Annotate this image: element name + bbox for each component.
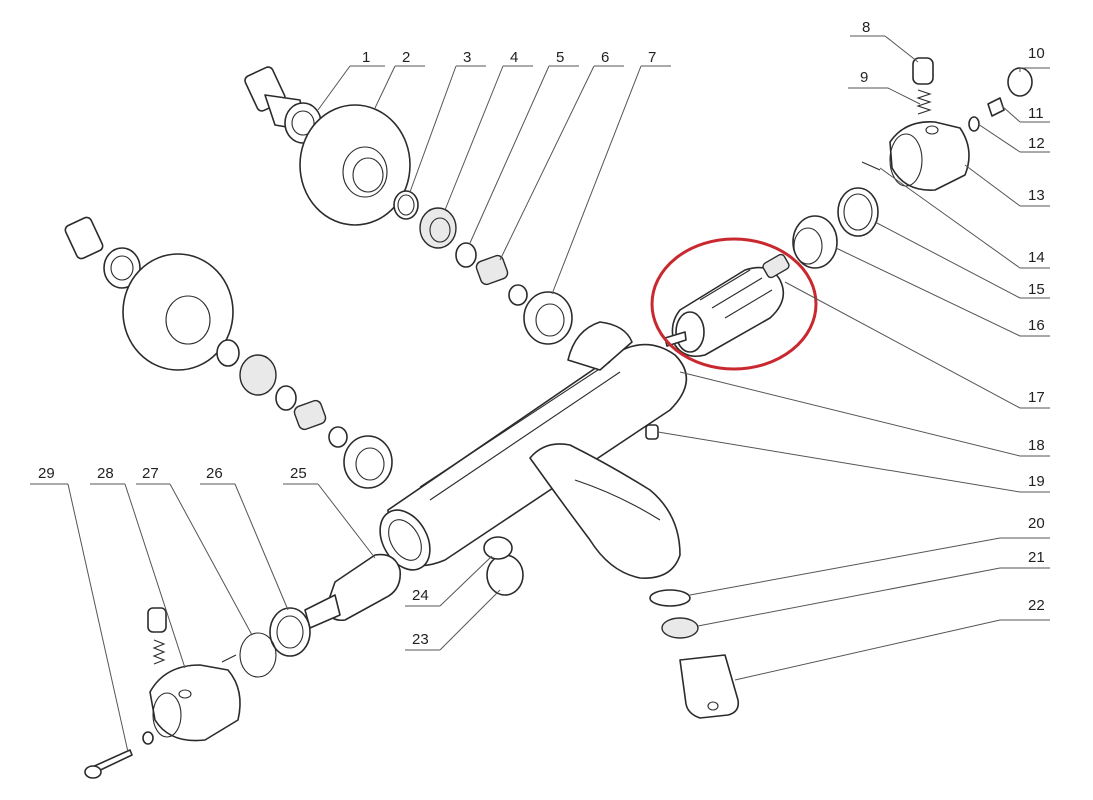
upper-inlet-chain <box>244 66 573 345</box>
callout-label-9: 9 <box>860 69 868 86</box>
callout-label-25: 25 <box>290 465 307 482</box>
callout-label-15: 15 <box>1028 281 1045 298</box>
left-handle-assembly <box>84 553 402 779</box>
callout-label-26: 26 <box>206 465 223 482</box>
leader-line-25 <box>317 483 376 559</box>
leader-line-27 <box>169 483 253 636</box>
leader-line-14 <box>879 167 1021 269</box>
callout-label-5: 5 <box>556 49 564 66</box>
leader-line-11 <box>1001 105 1021 123</box>
leader-line-6 <box>499 65 595 261</box>
leader-line-28 <box>124 483 186 669</box>
callout-label-21: 21 <box>1028 549 1045 566</box>
leader-line-19 <box>657 431 1021 493</box>
callout-label-13: 13 <box>1028 187 1045 204</box>
callout-labels: 1 2 3 4 5 6 7 8 9 10 11 12 13 14 15 16 1… <box>38 19 1045 648</box>
callout-label-28: 28 <box>97 465 114 482</box>
callout-label-2: 2 <box>402 49 410 66</box>
callout-label-8: 8 <box>862 19 870 36</box>
leader-line-17 <box>784 281 1021 409</box>
leader-line-1 <box>317 65 351 111</box>
callout-label-3: 3 <box>463 49 471 66</box>
leader-line-26 <box>234 483 289 611</box>
callout-label-23: 23 <box>412 631 429 648</box>
callout-label-12: 12 <box>1028 135 1045 152</box>
callout-label-1: 1 <box>362 49 370 66</box>
callout-label-22: 22 <box>1028 597 1045 614</box>
highlight-circle <box>650 237 818 371</box>
callout-label-19: 19 <box>1028 473 1045 490</box>
callout-label-16: 16 <box>1028 317 1045 334</box>
leader-line-23 <box>439 589 501 651</box>
leader-line-13 <box>964 164 1021 207</box>
callout-leader-lines <box>30 35 1050 753</box>
callout-label-20: 20 <box>1028 515 1045 532</box>
leader-line-24 <box>439 555 493 607</box>
small-parts <box>483 424 740 719</box>
leader-line-21 <box>697 567 1001 627</box>
leader-line-18 <box>679 371 1021 457</box>
leader-line-15 <box>874 221 1021 299</box>
callout-label-6: 6 <box>601 49 609 66</box>
leader-line-9 <box>887 87 921 105</box>
right-handle-assembly <box>792 57 1033 269</box>
leader-line-4 <box>444 65 504 211</box>
callout-label-10: 10 <box>1028 45 1045 62</box>
callout-label-24: 24 <box>412 587 429 604</box>
leader-line-8 <box>884 35 919 63</box>
leader-line-16 <box>835 247 1021 337</box>
leader-line-3 <box>409 65 457 193</box>
leader-line-7 <box>551 65 642 295</box>
leader-line-12 <box>977 123 1021 153</box>
leader-line-22 <box>734 619 1001 681</box>
callout-label-11: 11 <box>1028 105 1044 122</box>
lower-inlet-chain <box>64 216 393 489</box>
callout-label-29: 29 <box>38 465 55 482</box>
thermostatic-cartridge[interactable] <box>664 253 790 358</box>
callout-label-4: 4 <box>510 49 518 66</box>
leader-line-5 <box>469 65 550 244</box>
callout-label-18: 18 <box>1028 437 1045 454</box>
callout-label-7: 7 <box>648 49 656 66</box>
mixer-body <box>379 321 688 579</box>
callout-label-27: 27 <box>142 465 159 482</box>
leader-line-29 <box>67 483 129 753</box>
callout-label-14: 14 <box>1028 249 1045 266</box>
leader-line-20 <box>689 537 1001 596</box>
leader-line-2 <box>374 65 396 109</box>
callout-label-17: 17 <box>1028 389 1045 406</box>
